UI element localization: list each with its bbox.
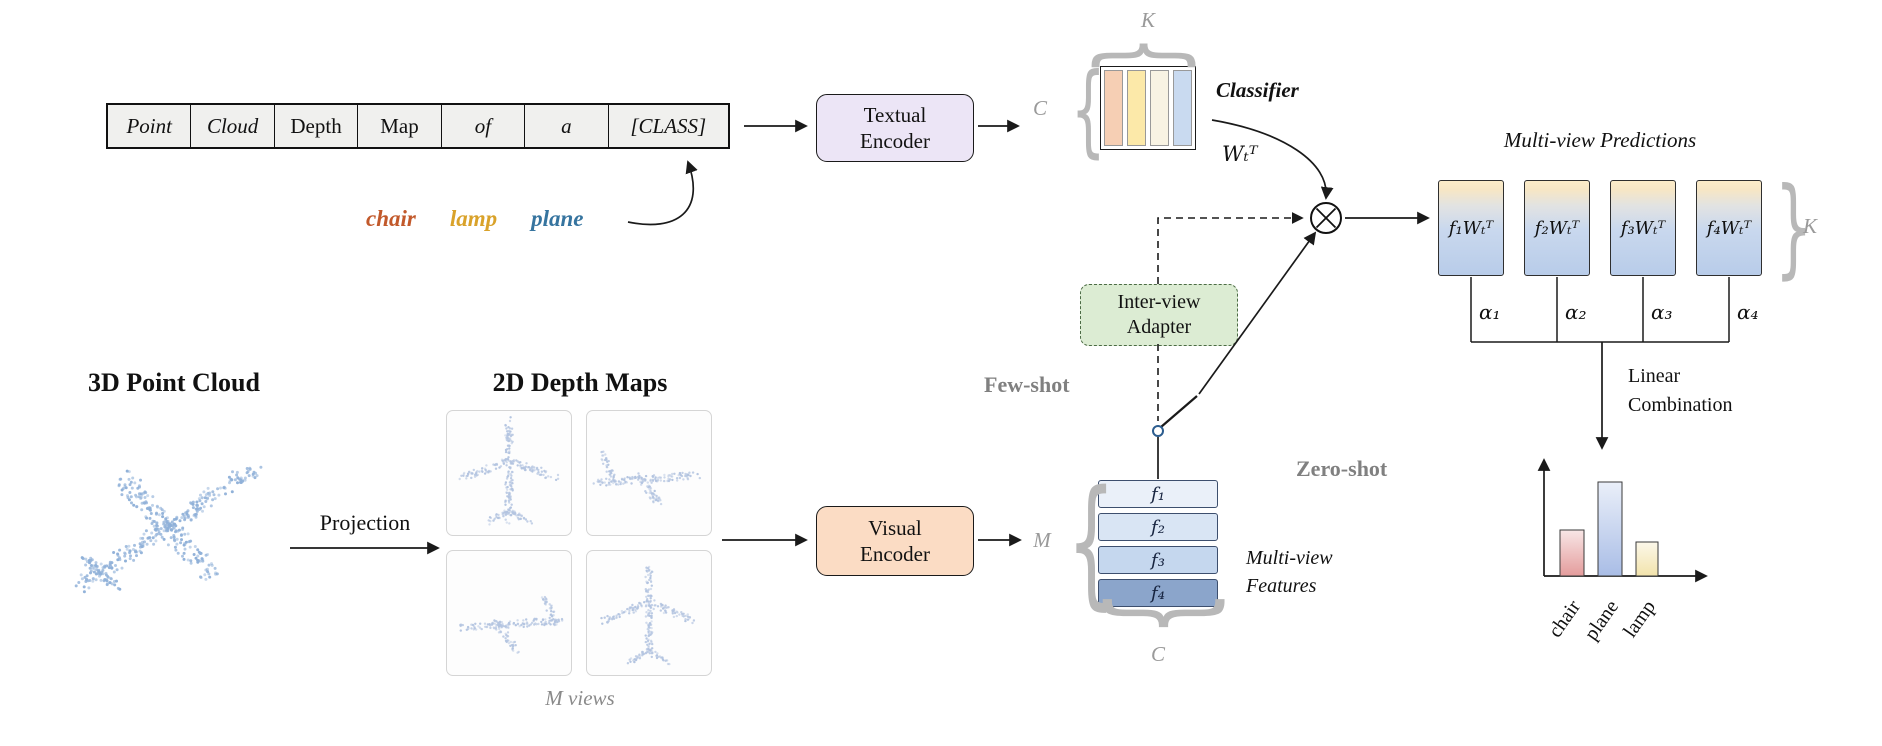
prompt-cell: Map	[357, 105, 440, 147]
dashed-arrow-adapter-to-fusion	[1157, 212, 1304, 284]
m-dimension-label: M	[1033, 528, 1051, 552]
point-cloud-scatter	[74, 465, 263, 594]
prompt-template-table: Point Cloud Depth Map of a [CLASS]	[106, 103, 730, 149]
prompt-cell: Cloud	[190, 105, 273, 147]
predictions-title: Multi-view Predictions	[1503, 128, 1697, 152]
prompt-cell: of	[440, 105, 524, 147]
class-name-lamp: lamp	[449, 206, 498, 231]
brace-icon: {	[1081, 590, 1235, 637]
zero-shot-label: Zero-shot	[1296, 456, 1388, 481]
depth-map-tile-2	[586, 410, 712, 536]
depth-map-tile-4	[586, 550, 712, 676]
prompt-cell-class-placeholder: [CLASS]	[607, 105, 729, 147]
alpha-4-label: α₄	[1737, 300, 1759, 324]
switch-lever	[1160, 395, 1198, 428]
k-dimension-label: K	[1140, 8, 1155, 32]
text-embedding-stack	[1100, 66, 1196, 150]
prompt-cell: Depth	[273, 105, 357, 147]
class-name-list: chair lamp plane	[366, 206, 584, 232]
visual-encoder-box: Visual Encoder	[816, 506, 974, 576]
class-name-plane: plane	[531, 206, 584, 231]
brace-icon: {	[1083, 35, 1213, 75]
switch-pivot-icon	[1152, 425, 1164, 437]
c-dimension-label: C	[1150, 642, 1165, 666]
embedding-column	[1173, 70, 1192, 146]
feature-row-f4: f₄	[1098, 579, 1218, 607]
linear-combination-label: Linear Combination	[1628, 365, 1733, 416]
textual-encoder-label: Textual Encoder	[860, 102, 930, 153]
few-shot-label: Few-shot	[984, 372, 1070, 397]
point-cloud-image	[66, 408, 282, 606]
alpha-1-label: α₁	[1479, 300, 1501, 324]
svg-text:lamp: lamp	[1619, 596, 1660, 641]
m-views-caption: M views	[545, 686, 615, 710]
feature-row-f3: f₃	[1098, 546, 1218, 574]
brace-icon: }	[1774, 165, 1813, 290]
embedding-column	[1127, 70, 1146, 146]
brace-icon: {	[1070, 51, 1106, 168]
feature-row-f2: f₂	[1098, 513, 1218, 541]
svg-text:chair: chair	[1544, 596, 1585, 642]
prediction-box-1: f₁Wₜᵀ	[1438, 180, 1504, 276]
prediction-box-2: f₂Wₜᵀ	[1524, 180, 1590, 276]
projection-label: Projection	[319, 510, 411, 535]
prompt-cell: Point	[126, 113, 172, 138]
circled-times-icon	[1310, 202, 1342, 234]
svg-text:plane: plane	[1580, 596, 1623, 644]
inter-view-adapter-box: Inter-view Adapter	[1080, 284, 1238, 346]
embedding-column	[1150, 70, 1169, 146]
inter-view-adapter-label: Inter-view Adapter	[1117, 291, 1201, 338]
pointcloud-title: 3D Point Cloud	[88, 368, 260, 397]
k-views-label: K	[1802, 214, 1817, 238]
alpha-3-label: α₃	[1651, 300, 1673, 324]
prompt-cell: a	[524, 105, 607, 147]
classifier-label: Classifier	[1216, 78, 1299, 102]
depth-map-tile-1	[446, 410, 572, 536]
feature-row-f1: f₁	[1098, 480, 1218, 508]
depthmaps-title: 2D Depth Maps	[492, 368, 668, 397]
textual-encoder-box: Textual Encoder	[816, 94, 974, 162]
classifier-weight-label: Wₜᵀ	[1222, 142, 1258, 166]
multi-view-features-label: Multi-view Features	[1246, 547, 1333, 597]
c-dimension-label: C	[1032, 96, 1047, 120]
embedding-column	[1104, 70, 1123, 146]
depth-map-tile-3	[446, 550, 572, 676]
visual-encoder-label: Visual Encoder	[860, 515, 930, 566]
arrow-class-to-placeholder	[627, 160, 698, 226]
class-name-chair: chair	[366, 206, 416, 231]
prediction-box-4: f₄Wₜᵀ	[1696, 180, 1762, 276]
alpha-2-label: α₂	[1565, 300, 1587, 324]
prediction-box-3: f₃Wₜᵀ	[1610, 180, 1676, 276]
